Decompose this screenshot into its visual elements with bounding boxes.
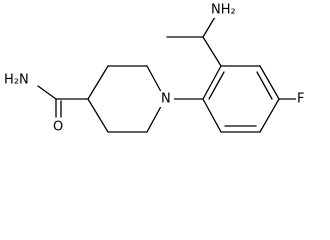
bond-ar-c1-c2 [202,65,222,100]
fluorine-label-bg [296,91,308,107]
amide-o-label-bg [52,119,66,135]
ring-n-label-bg [160,91,174,107]
bond-ar-c4-c5 [259,98,280,133]
structure-drawing: H₂N O N F NH₂ [3,2,308,135]
bond-ar-c1-c2-inner [208,71,225,100]
ring-n-label: N [161,92,171,107]
bond-ch-nh2 [202,16,216,38]
fluorine-label: F [297,92,304,107]
bond-ar-c3-c4 [259,65,280,100]
amide-nh2-label: H₂N [4,73,29,88]
bond-ar-c3-c4-inner [256,71,273,100]
amide-o-label: O [53,120,63,135]
bond-amide-c-n [37,85,57,100]
amine-n-label-bg [210,2,246,18]
bond-pip-c4-c3 [87,65,109,100]
bond-ar-ch [202,36,222,67]
bond-ar-c6-c1 [202,98,222,133]
bond-pip-c5-c4 [87,98,109,133]
amine-nh2-label: NH₂ [211,3,236,18]
amide-n-label-bg [3,72,36,89]
